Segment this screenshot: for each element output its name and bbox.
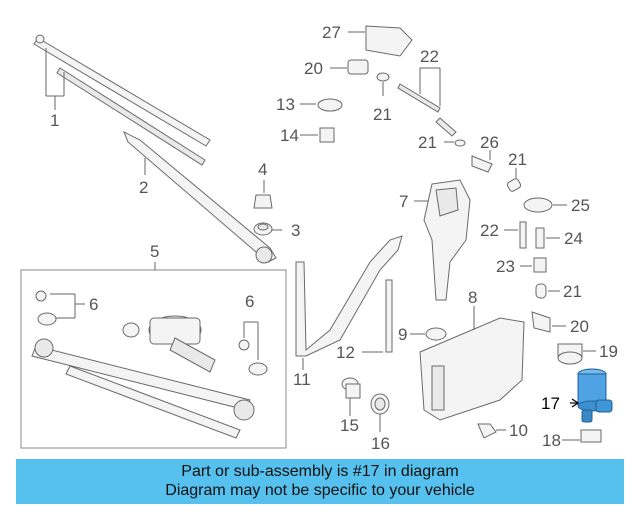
callout-6b: 6 [245, 292, 254, 311]
callout-7: 7 [399, 192, 408, 211]
callout-12: 12 [336, 343, 355, 362]
callout-8: 8 [468, 288, 477, 307]
callout-labels: 1 2 3 4 5 6 6 7 8 9 10 11 12 13 14 15 16… [50, 23, 618, 453]
callout-2: 2 [139, 178, 148, 197]
callout-27: 27 [322, 23, 341, 42]
callout-16: 16 [371, 434, 390, 453]
callout-26: 26 [480, 133, 499, 152]
grommet-clip [410, 327, 506, 439]
callout-21d: 21 [563, 282, 582, 301]
callout-21a: 21 [373, 105, 392, 124]
wiper-blade-assembly [33, 34, 211, 166]
callout-5: 5 [150, 242, 159, 261]
washer-reservoir [414, 179, 525, 421]
callout-22b: 22 [480, 221, 499, 240]
callout-10: 10 [509, 421, 528, 440]
pump-seal-parts [341, 377, 390, 432]
washer-pump-17-highlighted[interactable] [570, 368, 613, 423]
callout-23: 23 [496, 257, 515, 276]
callout-13: 13 [276, 95, 295, 114]
callout-15: 15 [340, 416, 359, 435]
banner-line-2: Diagram may not be specific to your vehi… [165, 482, 475, 499]
bracket [295, 235, 403, 370]
nut-washer [253, 180, 282, 236]
nozzle-parts [300, 25, 602, 443]
callout-21c: 21 [508, 150, 527, 169]
callout-20b: 20 [570, 317, 589, 336]
callout-9: 9 [398, 325, 407, 344]
callout-1: 1 [50, 111, 59, 130]
info-banner: Part or sub-assembly is #17 in diagram D… [16, 459, 624, 504]
callout-18: 18 [542, 431, 561, 450]
callout-11: 11 [293, 370, 311, 389]
callout-20a: 20 [304, 59, 323, 78]
callout-6a: 6 [89, 295, 98, 314]
wiper-arm [123, 130, 277, 264]
callout-19: 19 [599, 342, 618, 361]
callout-14: 14 [280, 126, 299, 145]
callout-17: 17 [541, 394, 560, 413]
wiper-linkage-box [20, 262, 287, 449]
callout-24: 24 [564, 229, 583, 248]
callout-21b: 21 [418, 133, 437, 152]
callout-22a: 22 [420, 47, 439, 66]
callout-4: 4 [258, 160, 267, 179]
callout-3: 3 [291, 221, 300, 240]
callout-25: 25 [571, 196, 590, 215]
banner-line-1: Part or sub-assembly is #17 in diagram [181, 463, 459, 480]
